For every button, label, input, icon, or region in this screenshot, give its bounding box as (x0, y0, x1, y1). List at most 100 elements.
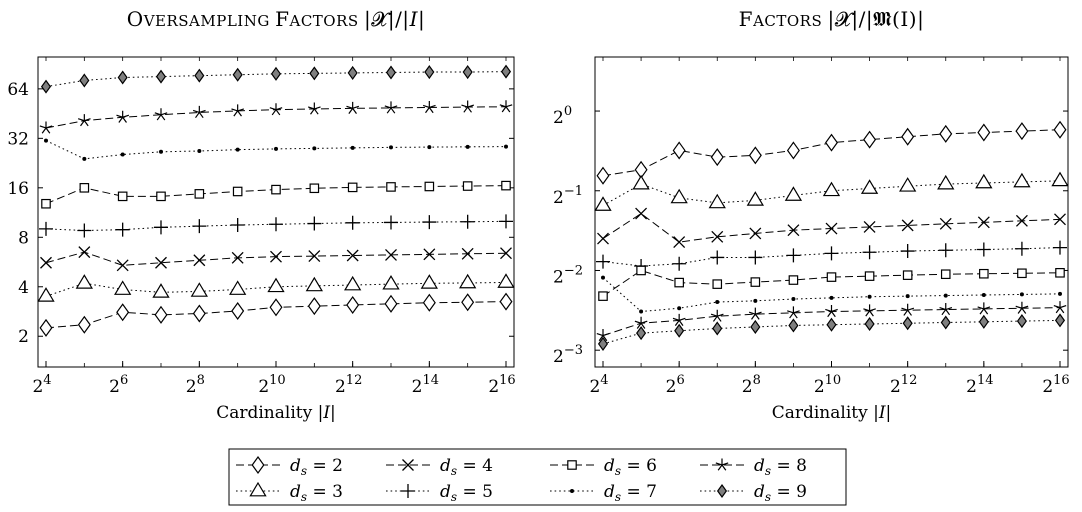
chart-2-series-ds-2-point (672, 141, 686, 160)
tick-exponent: 16 (1053, 373, 1070, 388)
x-axis-label-var: I (322, 403, 330, 423)
legend-item-ds-6-label: ds = 6 (604, 456, 657, 478)
chart-2-series-ds-3-point (594, 196, 612, 211)
tick-base: 2 (742, 377, 753, 397)
chart-2-series-ds-8-point (596, 329, 610, 342)
chart-2-x-tick-label: 214 (966, 373, 993, 397)
tick-base: 2 (412, 377, 423, 397)
chart-2-series-ds-4-point (901, 219, 914, 232)
chart-1-series-ds-9-point (347, 65, 358, 80)
chart-1-series-ds-4-point (231, 251, 244, 264)
chart-2-series-ds-7-point (1019, 292, 1024, 297)
legend-rest: = 9 (771, 482, 807, 502)
chart-1-series-ds-5-point (39, 221, 53, 236)
chart-2-y-tick-label: 2−1 (553, 184, 583, 208)
chart-2-series-ds-2-point (939, 124, 953, 143)
chart-2-series-ds-2-point (825, 133, 838, 152)
chart-2-series-ds-7-point (981, 292, 986, 297)
chart-1-series-ds-9-point (462, 65, 473, 80)
chart-2-series-ds-7-point (715, 300, 720, 305)
chart-2-series-ds-5-point (1053, 240, 1067, 255)
legend-item-ds-8: ds = 8 (700, 456, 807, 478)
tick-exponent: 4 (43, 373, 51, 388)
tick-base: 2 (109, 377, 120, 397)
chart-1-series-ds-8-point (154, 108, 168, 121)
chart-1-series-ds-4-point (270, 250, 282, 263)
legend-subscript: s (615, 464, 621, 478)
chart-2-series-ds-9-point (712, 321, 723, 336)
chart-1-series-ds-7-point (504, 144, 508, 149)
chart-2-series-ds-7 (601, 275, 1062, 314)
chart-2-series-ds-9-point (750, 319, 761, 334)
chart-1-series-ds-9 (40, 64, 512, 94)
chart-1-x-tick-label: 210 (258, 373, 285, 397)
legend-item-ds-9-label: ds = 9 (754, 482, 807, 504)
tick-exponent: 12 (346, 373, 363, 388)
chart-2-series-ds-5-point (710, 250, 725, 265)
x-axis-label-var: I (878, 403, 886, 423)
tick-base: 2 (335, 377, 346, 397)
legend-frame (228, 448, 847, 506)
chart-1-series-ds-4-point (193, 254, 206, 267)
chart-1-series-ds-6-point (79, 183, 90, 193)
chart-2-series-ds-6-point (826, 272, 837, 282)
legend-rest: = 4 (457, 456, 493, 476)
chart-2-series-ds-5-point (786, 248, 801, 263)
legend-item-ds-3: ds = 3 (236, 481, 343, 504)
x-axis-label-text: Cardinality | (216, 403, 323, 423)
legend-subscript: s (451, 464, 457, 478)
chart-1-y-tick-label: 16 (7, 179, 29, 199)
legend-item-ds-5: ds = 5 (386, 482, 493, 504)
chart-2-series-ds-6-point (940, 269, 951, 280)
chart-1-series-ds-5-point (422, 215, 437, 230)
chart-1-series-ds-8-point (192, 105, 206, 119)
chart-2-series-ds-4-point (863, 220, 876, 233)
legend-item-ds-9: ds = 9 (700, 482, 807, 504)
chart-2-x-tick-label: 216 (1042, 373, 1069, 397)
tick-base: 2 (488, 377, 499, 397)
chart-1-series-ds-5-point (192, 219, 207, 234)
chart-1-series-ds-5-point (230, 218, 245, 233)
chart-2-series-ds-4-point (939, 217, 952, 230)
chart-1-series-ds-8-point (307, 102, 321, 115)
tick-exponent: 10 (825, 373, 842, 388)
chart-2-series-ds-8-point (863, 304, 876, 317)
chart-1-title-part: |𝓧|/| (364, 7, 410, 32)
chart-1-series-ds-2-point (461, 293, 475, 312)
chart-2-series-ds-7-point (905, 294, 910, 299)
chart-2-series-ds-6-point (979, 268, 989, 279)
chart-1-series-ds-3-point (344, 275, 362, 291)
chart-1-series-ds-9-point (155, 69, 167, 84)
chart-2-title-part: F (739, 7, 753, 31)
chart-1-y-tick-label: 2 (18, 327, 29, 347)
legend-var: d (440, 482, 451, 502)
chart-1-series-ds-3-point (152, 283, 170, 298)
chart-2-series-ds-7-point (1058, 291, 1062, 296)
chart-1-series-ds-5-point (460, 214, 475, 229)
chart-1-title-part: F (275, 7, 289, 31)
chart-1-y-tick-label: 32 (7, 129, 29, 149)
chart-1-series-ds-6-point (424, 181, 435, 192)
chart-2-series-ds-6-point (636, 265, 646, 276)
chart-1-series-ds-9-point (232, 67, 243, 82)
chart-2-series-ds-4-point (787, 224, 800, 237)
chart-2-series-ds-5-point (900, 244, 915, 259)
chart-1-series-ds-3-point (459, 273, 477, 289)
chart-2-series-ds-3-point (822, 181, 841, 197)
chart-2-series-ds-6-point (1055, 267, 1065, 278)
chart-2-series-ds-8-point (901, 303, 915, 316)
chart-1-series-ds-4-point (346, 249, 359, 262)
chart-1-x-tick-label: 24 (32, 373, 51, 397)
chart-1-series-ds-2-point (77, 315, 91, 334)
chart-2-series-ds-5-point (938, 243, 953, 258)
chart-1-series-ds-9-point (194, 68, 205, 83)
chart-1-series-ds-2 (39, 292, 513, 337)
legend-item-ds-7-label: ds = 7 (604, 482, 657, 504)
chart-2-series-ds-2-point (901, 127, 915, 146)
legend-subscript: s (615, 490, 621, 504)
chart-1-x-tick-label: 26 (109, 373, 128, 397)
chart-2-series-ds-5 (596, 240, 1067, 273)
legend-var: d (290, 456, 301, 476)
legend-subscript: s (765, 490, 771, 504)
